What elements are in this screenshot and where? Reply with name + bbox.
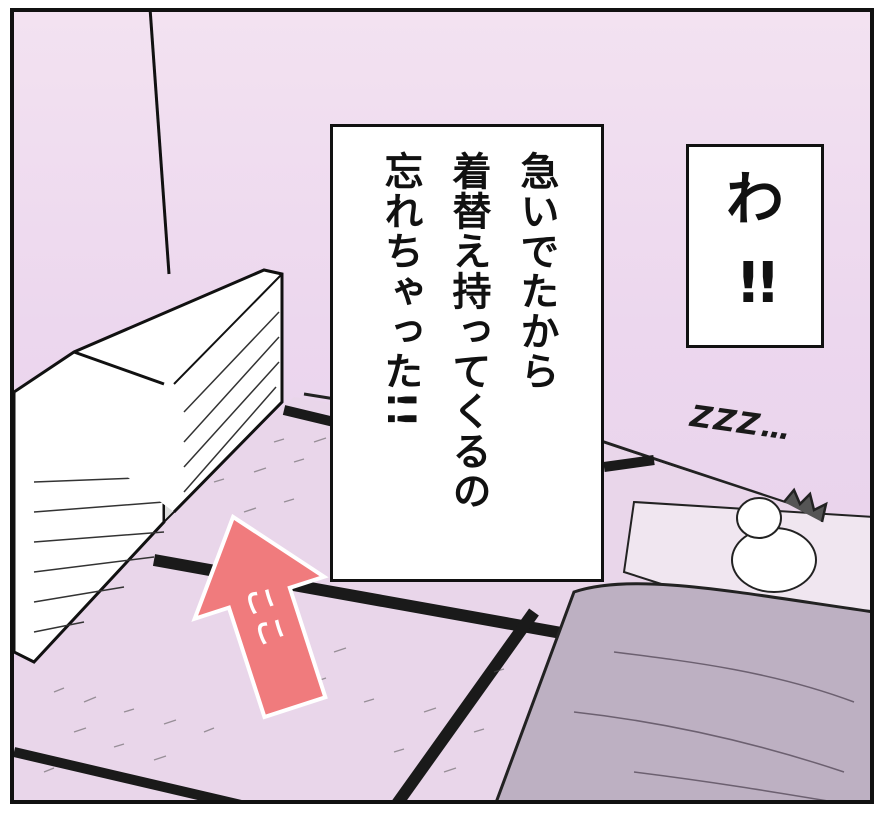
narration-line-1: 急いでたから [514,151,559,391]
exclaim-text: わ [725,165,784,233]
tatami-border [14,747,242,800]
tatami-border [603,455,655,472]
tatami-border [392,608,539,800]
narration-line-2: 着替え持ってくるの [446,151,491,511]
stacked-futons [14,268,284,664]
tatami-border [282,405,336,427]
sleeping-futon [495,487,870,800]
narration-line-3: 忘れちゃった!! [378,151,423,429]
manga-panel: 急いでたから 着替え持ってくるの 忘れちゃった!! わ !! ZZZ… ここ [10,8,874,804]
arrow-pointer [191,513,329,720]
narration-box: 急いでたから 着替え持ってくるの 忘れちゃった!! [330,124,604,582]
sleeper-hand [736,497,782,539]
sleeper-head [731,527,817,593]
room-scene [14,12,870,800]
wall-corner-line [148,12,171,275]
exclaim-box: わ !! [686,144,824,348]
exclaim-bang: !! [735,251,780,316]
